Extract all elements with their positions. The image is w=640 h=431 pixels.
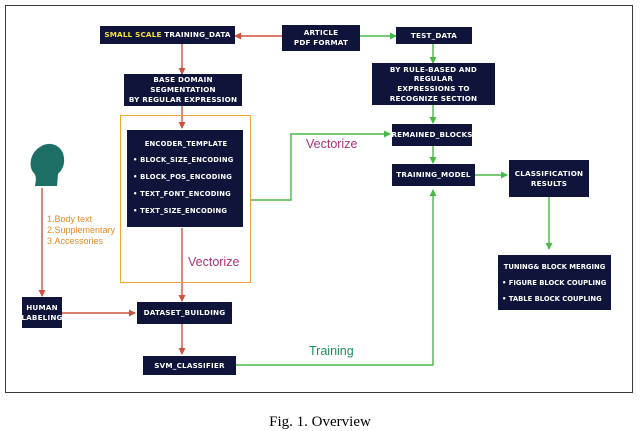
- test-data-box: TEST_DATA: [396, 27, 472, 44]
- rule-based-box: BY RULE-BASED AND REGULAR EXPRESSIONS TO…: [372, 63, 495, 105]
- tuning-title: TUNING& BLOCK MERGING: [503, 263, 606, 271]
- remained-blocks-box: REMAINED_BLOCKS: [391, 124, 473, 146]
- encoder-title: ENCODER_TEMPLATE: [144, 140, 228, 148]
- person-head-icon: [30, 143, 65, 186]
- encoder-item-text-size: • TEXT_SIZE_ENCODING: [133, 207, 228, 215]
- classification-line2: RESULTS: [530, 178, 568, 188]
- human-line2: LABELING: [21, 312, 63, 322]
- small-scale-label: SMALL SCALE: [104, 30, 162, 40]
- base-segmentation-box: BASE DOMAIN SEGMENTATION BY REGULAR EXPR…: [124, 74, 242, 106]
- figure-caption: Fig. 1. Overview: [269, 414, 371, 430]
- rule-line3: RECOGNIZE SECTION: [389, 93, 478, 103]
- base-seg-line1: BASE DOMAIN SEGMENTATION: [150, 75, 216, 95]
- vectorize-label-top: Vectorize: [306, 137, 358, 151]
- figure-frame: [5, 5, 633, 393]
- test-data-label: TEST_DATA: [410, 30, 458, 40]
- category-body-text: 1.Body text: [47, 214, 93, 224]
- rule-line1: BY RULE-BASED AND REGULAR: [389, 64, 478, 84]
- arrow-encoder-to-remained: [251, 130, 391, 201]
- tuning-block-merging-box: TUNING& BLOCK MERGING • FIGURE BLOCK COU…: [498, 255, 611, 310]
- training-model-label: TRAINING_MODEL: [396, 170, 471, 180]
- classification-results-box: CLASSIFICATION RESULTS: [509, 160, 589, 197]
- classification-line1: CLASSIFICATION: [514, 168, 584, 178]
- training-label: Training: [309, 344, 354, 358]
- article-label-line2: PDF FORMAT: [293, 38, 349, 47]
- dataset-building-box: DATASET_BUILDING: [137, 302, 232, 324]
- human-labeling-box: HUMAN LABELING: [21, 297, 63, 328]
- training-data-label: TRAINING_DATA: [164, 30, 231, 40]
- encoder-item-text-font: • TEXT_FONT_ENCODING: [133, 190, 231, 198]
- training-model-box: TRAINING_MODEL: [392, 164, 475, 186]
- article-label-line1: ARTICLE: [303, 28, 339, 38]
- tuning-item-figure: • FIGURE BLOCK COUPLING: [502, 279, 607, 287]
- encoder-outline: [120, 115, 251, 283]
- remained-blocks-label: REMAINED_BLOCKS: [391, 130, 473, 140]
- encoder-item-block-size: • BLOCK_SIZE_ENCODING: [133, 156, 234, 164]
- tuning-item-table: • TABLE BLOCK COUPLING: [502, 295, 602, 303]
- dataset-building-label: DATASET_BUILDING: [143, 308, 226, 318]
- article-box: ARTICLE PDF FORMAT: [282, 25, 360, 51]
- human-line1: HUMAN: [26, 302, 58, 312]
- category-supplementary: 2.Supplementary: [47, 225, 116, 235]
- arrow-svm-to-training-model: [236, 189, 437, 366]
- encoder-template-box: ENCODER_TEMPLATE • BLOCK_SIZE_ENCODING •…: [127, 130, 243, 227]
- human-category-list: 1.Body text 2.Supplementary 3.Accessorie…: [47, 214, 115, 247]
- training-data-box: SMALL SCALE TRAINING_DATA: [100, 26, 235, 44]
- base-seg-line2: BY REGULAR EXPRESSION: [128, 94, 238, 104]
- vectorize-label-mid: Vectorize: [188, 255, 240, 269]
- svm-classifier-label: SVM_CLASSIFIER: [154, 360, 225, 370]
- category-accessories: 3.Accessories: [47, 236, 104, 246]
- encoder-item-block-pos: • BLOCK_POS_ENCODING: [133, 173, 233, 181]
- svm-classifier-box: SVM_CLASSIFIER: [143, 356, 236, 375]
- rule-line2: EXPRESSIONS TO: [397, 84, 470, 93]
